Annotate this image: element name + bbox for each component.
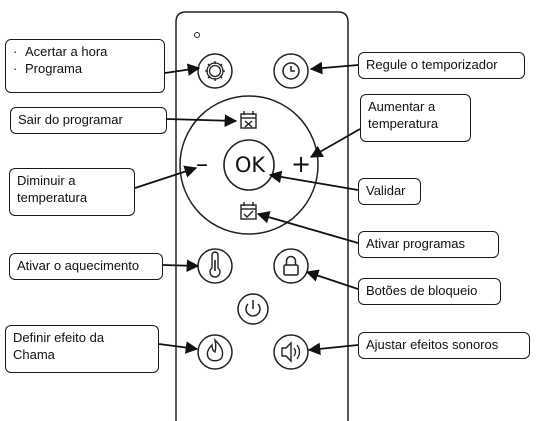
calendar-x-icon[interactable] xyxy=(240,111,257,129)
bullet: · xyxy=(13,61,18,76)
ok-button-ring[interactable] xyxy=(223,139,275,191)
thermometer-icon[interactable] xyxy=(197,248,233,284)
plus-button[interactable]: + xyxy=(291,150,312,178)
lock-icon[interactable] xyxy=(273,248,309,284)
power-icon[interactable] xyxy=(237,293,269,325)
callout-increase-line1: Aumentar a xyxy=(368,99,436,114)
callout-sound-effects: Ajustar efeitos sonoros xyxy=(358,332,530,359)
ok-button-label[interactable]: OK xyxy=(234,153,266,177)
callout-timer: Regule o temporizador xyxy=(358,52,525,79)
callout-validate: Validar xyxy=(358,178,421,205)
callout-decrease-temp: Diminuir a temperatura xyxy=(9,168,135,216)
indicator-led-icon xyxy=(194,32,200,38)
callout-activate-programs: Ativar programas xyxy=(358,231,499,258)
callout-lock-buttons-label: Botões de bloqueio xyxy=(366,283,478,298)
callout-flame-effect: Definir efeito da Chama xyxy=(5,325,159,373)
callout-activate-programs-label: Ativar programas xyxy=(366,236,465,251)
callout-flame-line2: Chama xyxy=(13,347,55,362)
nav-ring xyxy=(179,95,319,235)
callout-exit-program: Sair do programar xyxy=(10,107,167,134)
minus-button[interactable]: – xyxy=(196,150,208,178)
callout-clock-menu: · Acertar a hora · Programa xyxy=(5,39,165,93)
callout-increase-temp: Aumentar a temperatura xyxy=(360,94,471,142)
speaker-icon[interactable] xyxy=(273,334,309,370)
bullet: · xyxy=(13,44,18,59)
callout-flame-line1: Definir efeito da xyxy=(13,330,105,345)
flame-icon[interactable] xyxy=(197,334,233,370)
callout-lock-buttons: Botões de bloqueio xyxy=(358,278,501,305)
callout-clock-label: Acertar a hora xyxy=(25,44,108,59)
callout-increase-line2: temperatura xyxy=(368,116,439,131)
callout-activate-heating-label: Ativar o aquecimento xyxy=(17,258,140,273)
clock-icon[interactable] xyxy=(273,53,309,89)
callout-decrease-line2: temperatura xyxy=(17,190,88,205)
remote-body xyxy=(175,11,349,421)
callout-exit-program-label: Sair do programar xyxy=(18,112,123,127)
gear-icon[interactable] xyxy=(197,53,233,89)
callout-sound-effects-label: Ajustar efeitos sonoros xyxy=(366,337,499,352)
calendar-check-icon[interactable] xyxy=(240,202,257,220)
callout-decrease-line1: Diminuir a xyxy=(17,173,76,188)
callout-program-label: Programa xyxy=(25,61,83,76)
callout-activate-heating: Ativar o aquecimento xyxy=(9,253,163,280)
callout-validate-label: Validar xyxy=(366,183,406,198)
callout-arrows xyxy=(134,61,361,356)
callout-timer-label: Regule o temporizador xyxy=(366,57,498,72)
